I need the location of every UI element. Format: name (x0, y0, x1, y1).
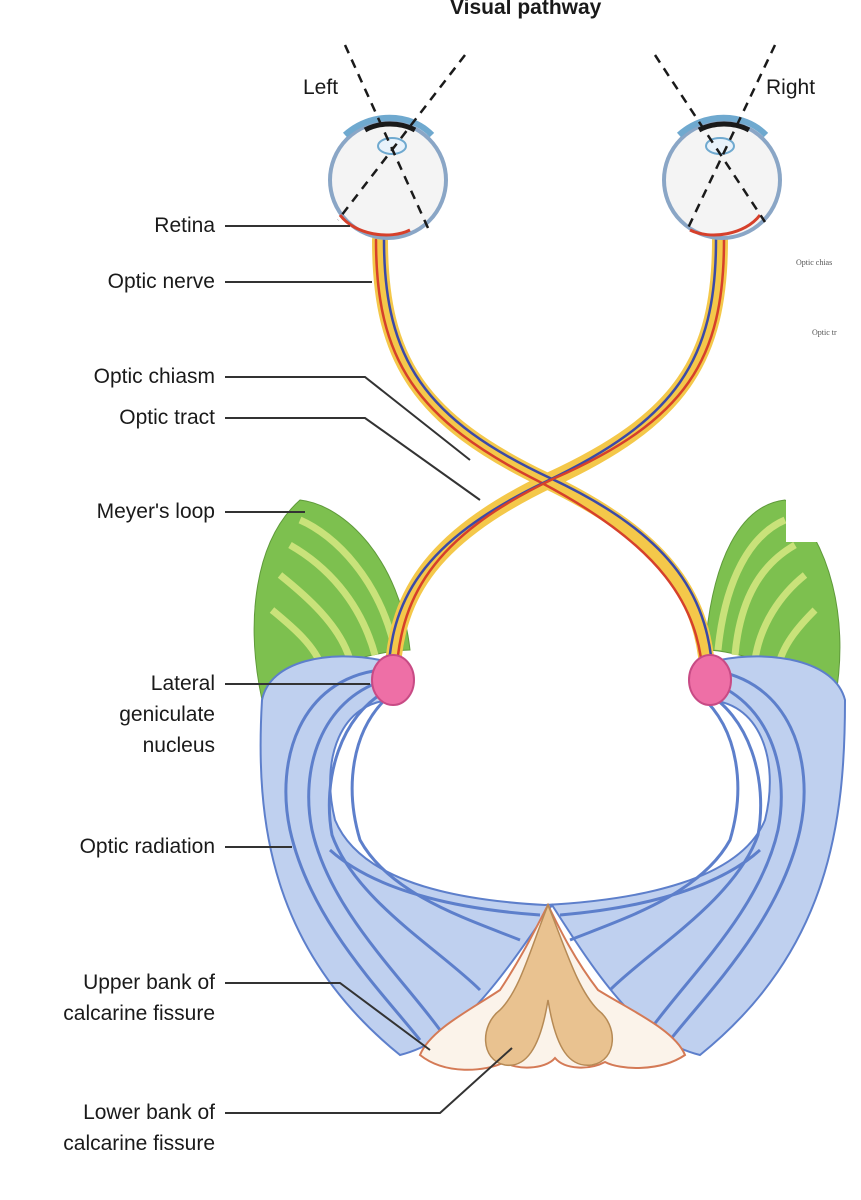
right-eye-label: Right (766, 76, 816, 99)
label-optic-nerve: Optic nerve (107, 270, 215, 293)
lgn-right (688, 654, 732, 706)
diagram-title: Visual pathway (450, 0, 602, 19)
visual-field-lines (337, 44, 777, 229)
label-lgn-line3: nucleus (142, 734, 215, 757)
label-lower-bank-line2: calcarine fissure (63, 1132, 215, 1155)
label-retina: Retina (154, 214, 215, 237)
leader-lines (225, 225, 513, 1114)
label-lgn-line1: Lateral (150, 672, 215, 695)
left-eye-label: Left (303, 76, 339, 99)
optic-tracts (372, 232, 728, 688)
label-optic-chiasm: Optic chiasm (93, 365, 215, 388)
label-optic-radiation: Optic radiation (79, 835, 215, 858)
label-lower-bank-line1: Lower bank of (83, 1101, 215, 1124)
label-optic-tract: Optic tract (119, 406, 215, 429)
left-eye (328, 114, 448, 240)
label-upper-bank-line2: calcarine fissure (63, 1002, 215, 1025)
label-meyers-loop: Meyer's loop (96, 500, 215, 523)
right-eye (662, 114, 782, 240)
fragment-optic-tract: Optic tr (812, 328, 837, 337)
lgn-left (371, 654, 415, 706)
fragment-optic-chiasm: Optic chias (796, 258, 833, 267)
label-upper-bank-line1: Upper bank of (83, 971, 215, 994)
meyers-loop-left (253, 499, 411, 701)
meyers-loop-right (704, 499, 841, 701)
label-lgn-line2: geniculate (119, 703, 215, 726)
calcarine-cortex (418, 902, 687, 1071)
